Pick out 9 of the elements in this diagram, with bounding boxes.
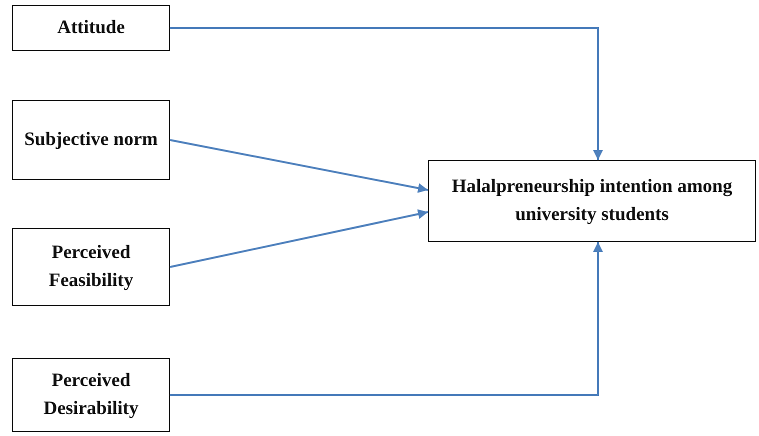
arrow (170, 139, 428, 193)
arrow (170, 209, 428, 268)
outcome-box: Halalpreneurship intention among university students (428, 160, 756, 242)
construct-box: Perceived Desirability (12, 358, 170, 432)
construct-box: Subjective norm (12, 100, 170, 180)
construct-box: Perceived Feasibility (12, 228, 170, 306)
arrow (170, 242, 603, 396)
construct-box: Attitude (12, 5, 170, 51)
arrow (170, 27, 603, 160)
